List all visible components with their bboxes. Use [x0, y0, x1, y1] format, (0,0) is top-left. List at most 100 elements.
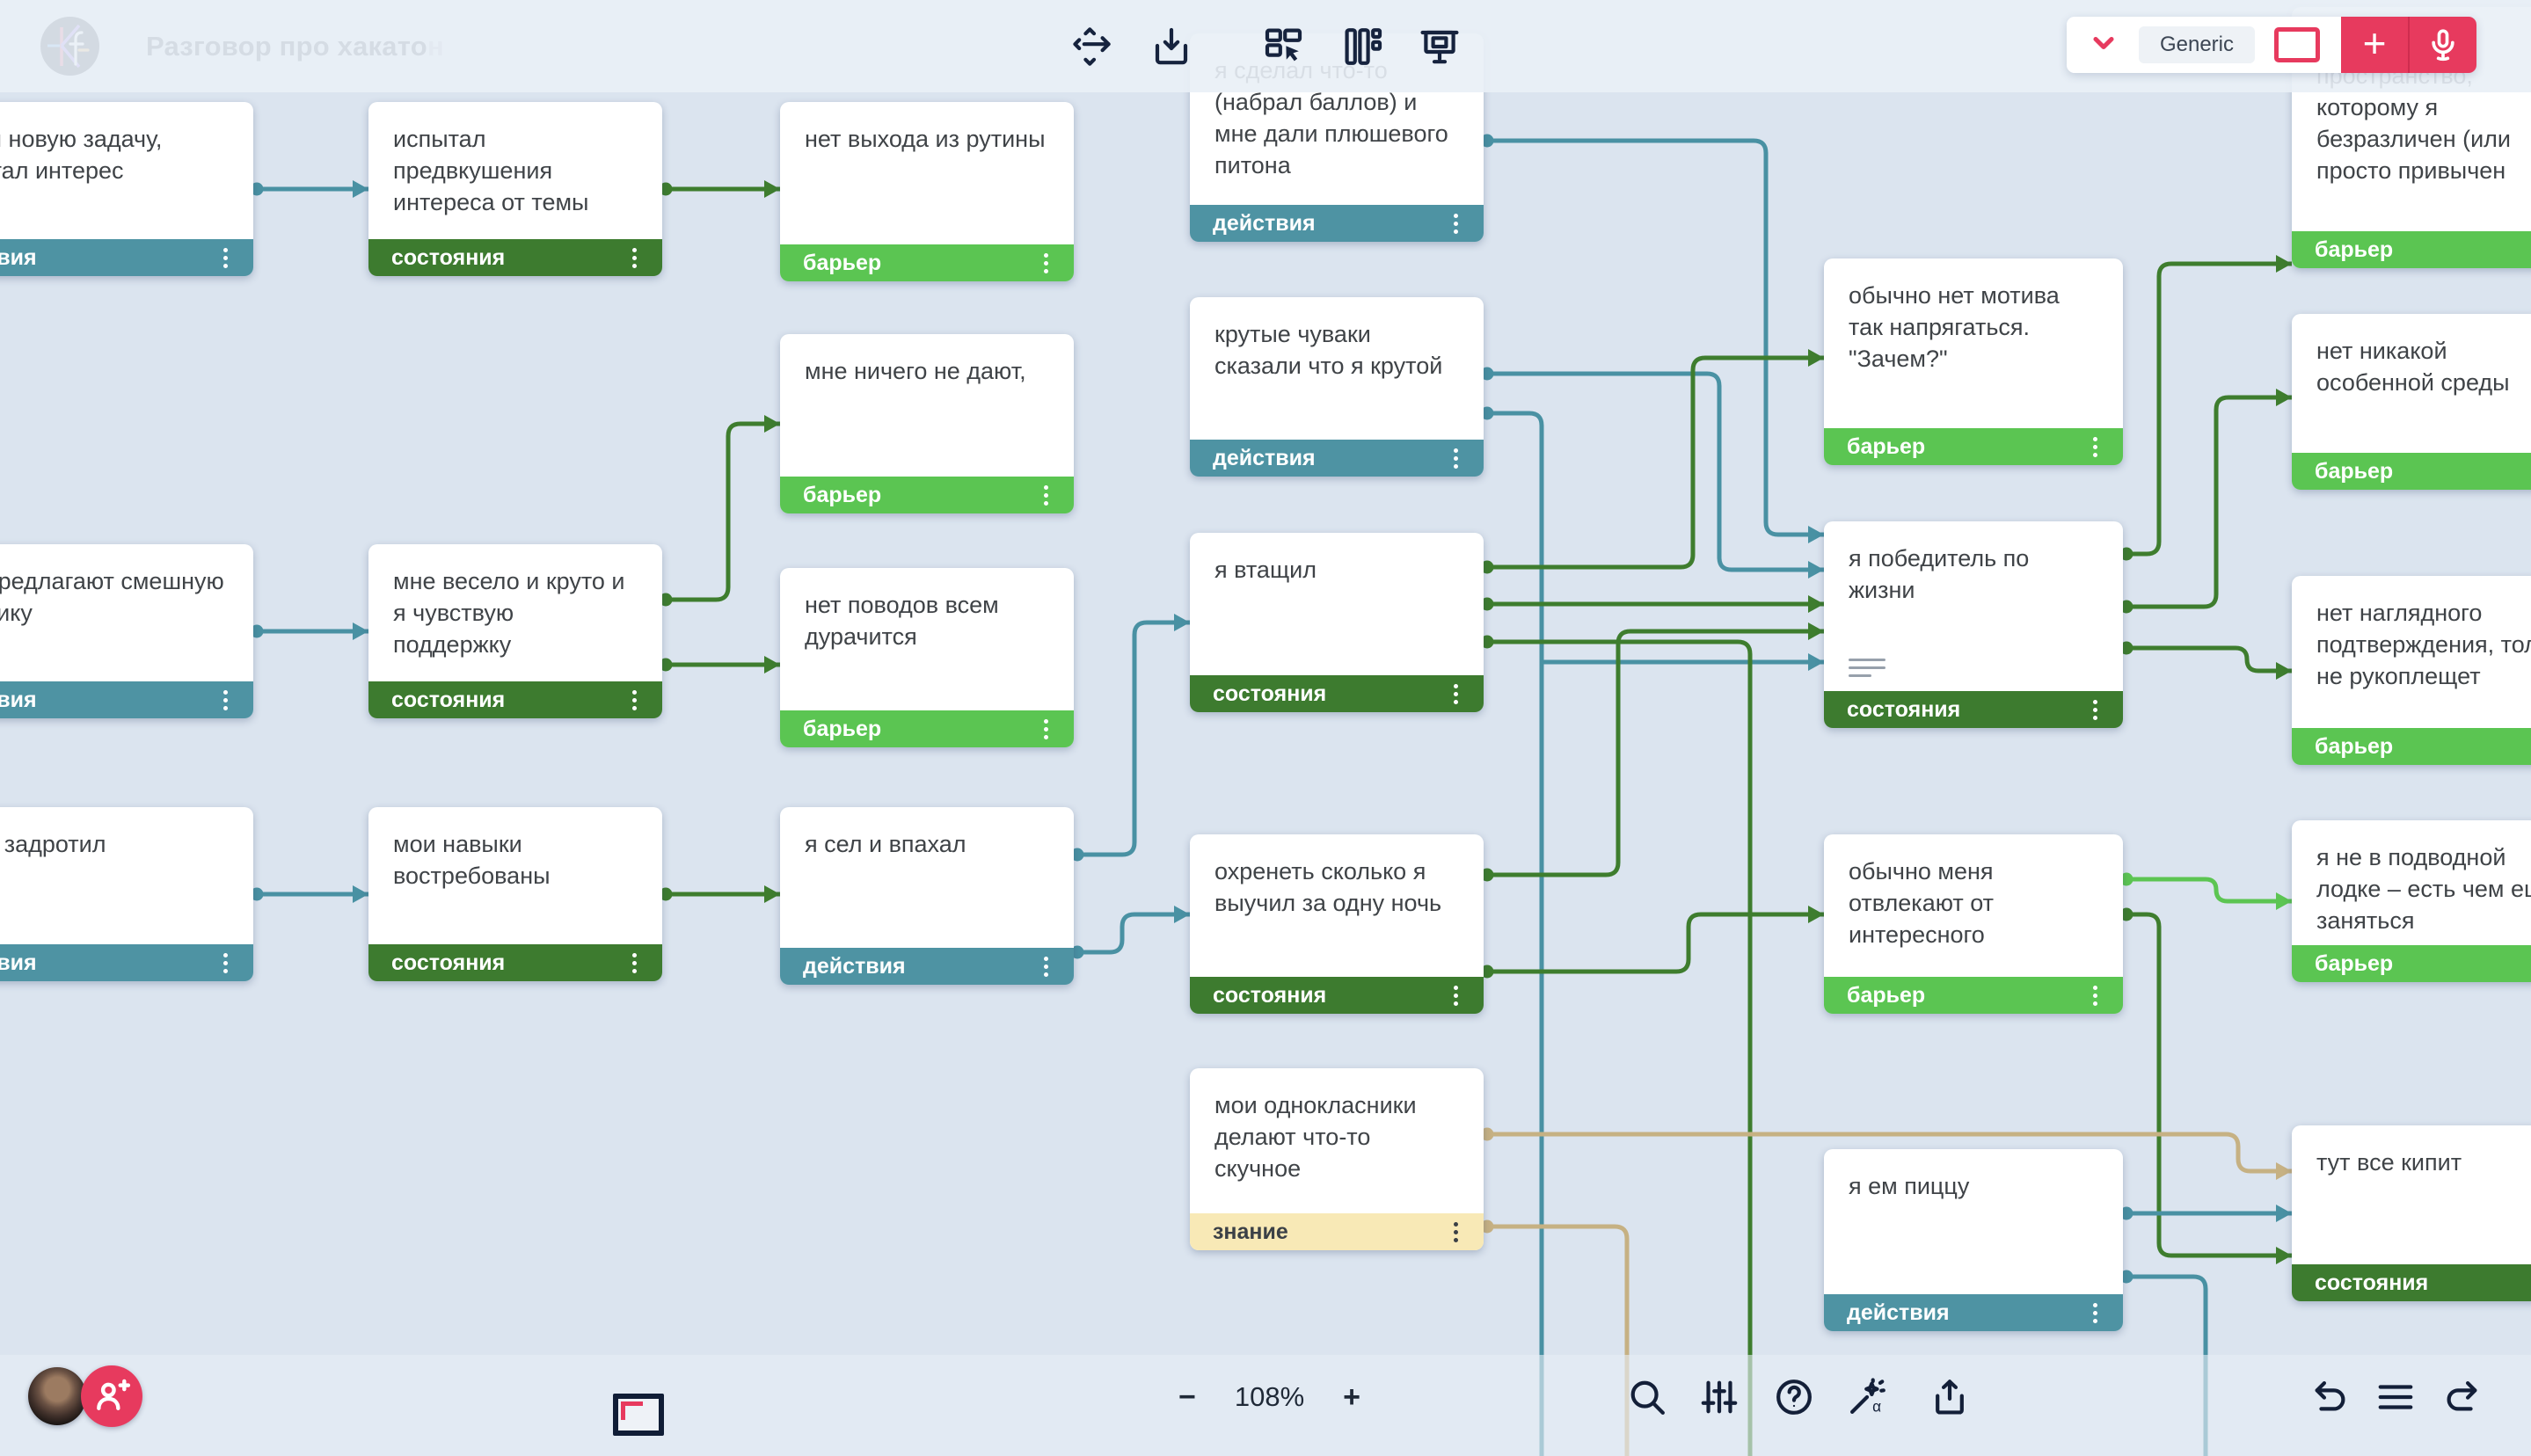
node-card[interactable]: видел новую задачу, испытал интересдейст… [0, 102, 253, 276]
edge[interactable] [1484, 355, 1824, 570]
edge[interactable] [1484, 639, 1753, 1456]
edge-source-dot[interactable] [1480, 965, 1494, 979]
redo-icon[interactable] [2441, 1377, 2482, 1417]
edge[interactable] [662, 421, 780, 602]
edge[interactable] [1484, 371, 1824, 572]
chevron-down-icon[interactable] [2088, 27, 2119, 63]
node-card[interactable]: обычно нет мотива так напрягаться. "Заче… [1824, 258, 2123, 465]
card-menu-icon[interactable] [624, 948, 645, 978]
help-icon[interactable] [1774, 1377, 1814, 1417]
card-menu-icon[interactable] [1445, 980, 1466, 1010]
card-menu-icon[interactable] [2084, 695, 2105, 724]
card-menu-icon[interactable] [1035, 951, 1056, 981]
edge[interactable] [1484, 1224, 1630, 1456]
edge-source-dot[interactable] [2119, 907, 2133, 921]
node-card[interactable]: нет наглядного подтверждения, толпа не р… [2292, 576, 2531, 765]
edge-source-dot[interactable] [250, 182, 264, 196]
card-menu-icon[interactable] [2084, 432, 2105, 462]
edge-source-dot[interactable] [250, 624, 264, 638]
card-menu-icon[interactable] [1035, 714, 1056, 744]
edge[interactable] [2123, 912, 2292, 1258]
edge-source-dot[interactable] [2119, 600, 2133, 614]
import-icon[interactable] [1150, 25, 1193, 68]
node-card[interactable]: я не в подводной лодке – есть чем еще за… [2292, 820, 2531, 982]
card-menu-icon[interactable] [1445, 1217, 1466, 1247]
node-card[interactable]: нам предлагают смешную практикудействия [0, 544, 253, 718]
edge[interactable] [1484, 1132, 2292, 1174]
edge-source-dot[interactable] [2119, 872, 2133, 886]
edge[interactable] [1484, 411, 1544, 1456]
node-card[interactable]: мне весело и круто и я чувствую поддержк… [368, 544, 662, 718]
edge-source-dot[interactable] [1070, 945, 1084, 959]
zoom-in-button[interactable]: + [1343, 1380, 1361, 1414]
edge[interactable] [2123, 877, 2292, 904]
move-tool-icon[interactable] [1071, 25, 1113, 68]
edge-source-dot[interactable] [1480, 1127, 1494, 1141]
edge-source-dot[interactable] [2119, 641, 2133, 655]
edge-source-dot[interactable] [1480, 367, 1494, 381]
card-menu-icon[interactable] [1035, 248, 1056, 278]
edge-source-dot[interactable] [2119, 1206, 2133, 1220]
menu-icon[interactable] [2375, 1377, 2416, 1417]
magic-wand-alpha-icon[interactable]: α [1847, 1377, 1887, 1417]
card-menu-icon[interactable] [1035, 480, 1056, 510]
edge-source-dot[interactable] [1480, 868, 1494, 882]
presentation-icon[interactable] [1419, 25, 1461, 68]
card-menu-icon[interactable] [1445, 208, 1466, 238]
select-blocks-icon[interactable] [1263, 25, 1305, 68]
edge[interactable] [1484, 138, 1824, 537]
edge-source-dot[interactable] [250, 887, 264, 901]
edge[interactable] [1484, 629, 1824, 877]
card-menu-icon[interactable] [1445, 679, 1466, 709]
edge-source-dot[interactable] [2119, 547, 2133, 561]
edge-source-dot[interactable] [1480, 635, 1494, 649]
edge[interactable] [1074, 912, 1190, 955]
edge[interactable] [1074, 620, 1190, 857]
card-menu-icon[interactable] [215, 243, 236, 273]
share-icon[interactable] [1929, 1377, 1970, 1417]
edge[interactable] [1484, 912, 1824, 974]
edge[interactable] [2123, 395, 2292, 609]
edge-source-dot[interactable] [659, 593, 673, 607]
minimap-icon[interactable] [613, 1394, 664, 1436]
edge[interactable] [2123, 1274, 2208, 1456]
edge-source-dot[interactable] [1480, 1219, 1494, 1234]
zoom-out-button[interactable]: − [1178, 1380, 1196, 1414]
filters-icon[interactable] [1699, 1377, 1740, 1417]
edge[interactable] [2123, 645, 2292, 673]
card-menu-icon[interactable] [624, 685, 645, 715]
card-menu-icon[interactable] [1445, 443, 1466, 473]
search-icon[interactable] [1627, 1377, 1667, 1417]
record-voice-button[interactable] [2408, 17, 2476, 73]
card-menu-icon[interactable] [215, 685, 236, 715]
card-menu-icon[interactable] [2084, 980, 2105, 1010]
mode-select[interactable]: Generic [2138, 26, 2255, 63]
user-avatar[interactable] [28, 1367, 86, 1425]
edge-source-dot[interactable] [1070, 848, 1084, 862]
edge[interactable] [2123, 261, 2292, 557]
edge-source-dot[interactable] [659, 658, 673, 672]
edge-source-dot[interactable] [1480, 597, 1494, 611]
add-card-button[interactable]: + [2341, 17, 2408, 73]
columns-icon[interactable] [1342, 25, 1384, 68]
node-card[interactable]: мне ничего не дают,барьер [780, 334, 1074, 513]
node-card[interactable]: долго задротилдействия [0, 807, 253, 981]
card-menu-icon[interactable] [2084, 1298, 2105, 1328]
card-menu-icon[interactable] [624, 243, 645, 273]
edge-source-dot[interactable] [659, 182, 673, 196]
edge-source-dot[interactable] [1480, 560, 1494, 574]
undo-icon[interactable] [2310, 1377, 2351, 1417]
